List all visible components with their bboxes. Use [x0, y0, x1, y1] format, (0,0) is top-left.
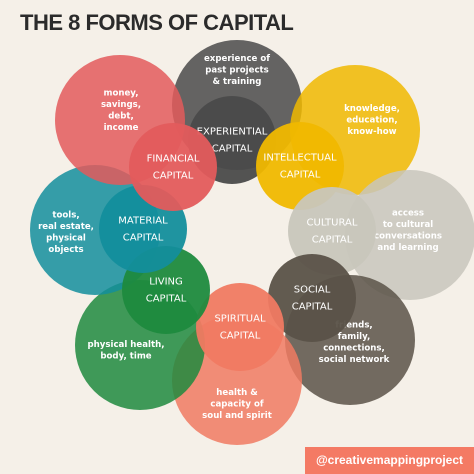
- financial-capital-label-line-2: CAPITAL: [153, 171, 194, 182]
- living-capital-label-line-2: CAPITAL: [146, 294, 187, 305]
- page-title: THE 8 FORMS OF CAPITAL: [20, 10, 294, 35]
- footer-banner: @creativemappingproject: [305, 447, 474, 474]
- outer-circles: experience of past projects& training know…: [30, 40, 474, 445]
- social-description-line-1: friends,: [335, 320, 372, 330]
- cultural-description-line-1: access: [392, 208, 424, 218]
- footer-handle: @creativemappingproject: [315, 453, 464, 467]
- living-description-line-2: body, time: [100, 351, 151, 361]
- cultural-description-line-4: and learning: [377, 243, 438, 253]
- financial-description-line-4: income: [104, 123, 139, 133]
- experiential-description-line-3: & training: [213, 77, 262, 87]
- social-description-line-2: family,: [338, 332, 371, 342]
- financial-capital-label-line-1: FINANCIAL: [147, 154, 200, 165]
- cultural-capital-label-line-1: CULTURAL: [307, 218, 358, 229]
- material-capital-label-line-1: MATERIAL: [118, 216, 168, 227]
- social-description-line-3: connections,: [323, 343, 385, 353]
- living-capital-label-line-1: LIVING: [149, 277, 183, 288]
- social-description-line-4: social network: [319, 355, 390, 365]
- financial-description-line-3: debt,: [108, 111, 134, 121]
- experiential-capital-label-line-1: EXPERIENTIAL: [197, 127, 268, 138]
- experiential-description-line-2: past projects: [205, 66, 269, 76]
- material-description-line-1: tools,: [52, 210, 79, 220]
- material-description-line-3: physical: [46, 233, 86, 243]
- financial-description-line-2: savings,: [101, 100, 141, 110]
- financial-description-line-1: money,: [103, 88, 138, 98]
- material-description-line-2: real estate,: [38, 222, 94, 232]
- social-capital-label-line-2: CAPITAL: [292, 302, 333, 313]
- spiritual-inner-circle: [196, 283, 284, 371]
- experiential-capital-label-line-2: CAPITAL: [212, 144, 253, 155]
- intellectual-capital-label-line-1: INTELLECTUAL: [263, 153, 337, 164]
- intellectual-description-line-2: education,: [346, 116, 397, 126]
- intellectual-inner-circle: [256, 122, 344, 210]
- intellectual-capital-label-line-2: CAPITAL: [280, 170, 321, 181]
- financial-inner-circle: [129, 123, 217, 211]
- inner-circles: EXPERIENTIAL CAPITAL INTELLECTUAL CAPITAL CU…: [99, 96, 376, 371]
- spiritual-capital-label-line-2: CAPITAL: [220, 331, 261, 342]
- spiritual-description-line-3: soul and spirit: [202, 411, 272, 421]
- intellectual-description-line-1: knowledge,: [344, 104, 400, 114]
- cultural-outer-circle: [345, 170, 474, 300]
- experiential-description-line-1: experience of: [204, 54, 270, 64]
- cultural-description-line-3: conversations: [374, 231, 442, 241]
- social-capital-label-line-1: SOCIAL: [294, 285, 331, 296]
- spiritual-description-line-1: health &: [216, 388, 258, 398]
- cultural-inner-circle: [288, 187, 376, 275]
- intellectual-description-line-3: know-how: [347, 127, 396, 137]
- living-description-line-1: physical health,: [88, 340, 165, 350]
- spiritual-description-line-2: capacity of: [210, 400, 263, 410]
- social-inner-circle: [268, 254, 356, 342]
- material-description-line-4: objects: [48, 245, 83, 255]
- spiritual-capital-label-line-1: SPIRITUAL: [214, 314, 265, 325]
- cultural-description-line-2: to cultural: [383, 220, 433, 230]
- cultural-capital-label-line-2: CAPITAL: [312, 235, 353, 246]
- material-capital-label-line-2: CAPITAL: [123, 233, 164, 244]
